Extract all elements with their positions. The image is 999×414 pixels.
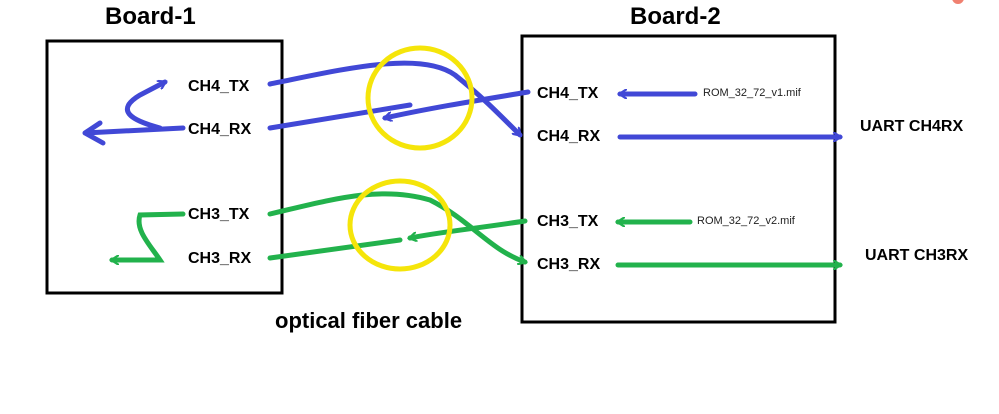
board2-title: Board-2 xyxy=(630,3,721,30)
board1-ch3-rx: CH3_RX xyxy=(188,250,252,267)
board2-ch3-tx: CH3_TX xyxy=(537,213,599,230)
board1-ch4-tx: CH4_TX xyxy=(188,78,250,95)
ch4-rx-fiber xyxy=(385,89,531,118)
optical-fiber-caption: optical fiber cable xyxy=(275,308,463,333)
rom-ch4-label: ROM_32_72_v1.mif xyxy=(703,87,801,99)
fiber-circle-ch3 xyxy=(347,178,453,272)
board2-ch4-rx: CH4_RX xyxy=(537,128,601,145)
board1-ch3-tx: CH3_TX xyxy=(188,206,250,223)
ch3-tx-fiber xyxy=(267,191,525,262)
board2-ch3-rx: CH3_RX xyxy=(537,256,601,273)
red-mark xyxy=(952,0,964,4)
board2-ch4-tx: CH4_TX xyxy=(537,85,599,102)
board1-title: Board-1 xyxy=(105,3,196,30)
rom-ch3-label: ROM_32_72_v2.mif xyxy=(697,215,795,227)
ch4-loop xyxy=(82,82,186,146)
ch3-loop xyxy=(112,211,186,260)
ch4-rx-to-tx-line xyxy=(267,102,413,131)
uart-ch3-label: UART CH3RX xyxy=(865,247,969,264)
fiber-circle-ch4 xyxy=(365,45,475,151)
board2-box xyxy=(520,34,837,324)
ch4-tx-fiber xyxy=(267,60,523,138)
uart-ch4-label: UART CH4RX xyxy=(860,118,964,135)
ch3-rx-line xyxy=(267,237,403,261)
board1-box xyxy=(45,39,284,295)
ch3-rx-fiber xyxy=(410,218,528,238)
board1-ch4-rx: CH4_RX xyxy=(188,121,252,138)
